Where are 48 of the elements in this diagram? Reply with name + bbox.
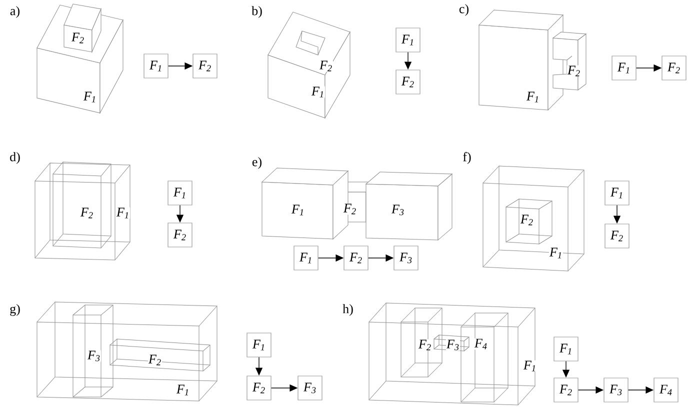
part-label: F$_{4}$: [474, 338, 488, 350]
variable-box: F$_{2}$: [192, 54, 218, 78]
variable-box: F$_{2}$: [344, 246, 368, 270]
variable-box: F$_{1}$: [168, 180, 192, 206]
panel-label: e): [252, 157, 262, 169]
variable-box: F$_{2}$: [604, 224, 630, 248]
variable-box: F$_{3}$: [298, 376, 322, 400]
variable-box: F$_{1}$: [554, 336, 578, 362]
part-label: F$_{3}$: [391, 204, 405, 216]
panel-label: d): [10, 152, 20, 164]
variable-box: F$_{2}$: [396, 70, 420, 94]
part-label: F$_{2}$: [71, 32, 85, 44]
part-label: F$_{1}$: [176, 384, 190, 396]
part-label: F$_{2}$: [418, 339, 432, 351]
variable-box: F$_{2}$: [554, 378, 578, 402]
panel-label: b): [252, 6, 262, 18]
part-label: F$_{1}$: [526, 91, 540, 103]
variable-box: F$_{2}$: [662, 56, 686, 80]
variable-box: F$_{1}$: [246, 332, 272, 358]
variable-box: F$_{3}$: [604, 378, 628, 402]
part-label: F$_{2}$: [80, 207, 94, 219]
part-label: F$_{1}$: [311, 86, 325, 98]
part-label: F$_{2}$: [567, 65, 581, 77]
variable-box: F$_{1}$: [604, 180, 630, 206]
panel-label: g): [10, 304, 20, 316]
part-label: F$_{2}$: [343, 203, 357, 215]
part-label: F$_{1}$: [549, 247, 563, 259]
variable-box: F$_{2}$: [246, 376, 272, 400]
part-label: F$_{3}$: [87, 350, 101, 362]
variable-box: F$_{1}$: [294, 246, 318, 270]
part-label: F$_{1}$: [116, 207, 130, 219]
variable-box: F$_{1}$: [396, 28, 420, 52]
part-label: F$_{1}$: [291, 204, 305, 216]
variable-box: F$_{3}$: [394, 246, 418, 270]
part-label: F$_{2}$: [520, 214, 534, 226]
variable-box: F$_{1}$: [612, 56, 636, 80]
panel-label: a): [10, 6, 20, 18]
part-label: F$_{2}$: [319, 60, 333, 72]
variable-box: F$_{2}$: [168, 222, 192, 248]
part-label: F$_{1}$: [523, 360, 537, 372]
variable-box: F$_{4}$: [654, 378, 678, 402]
variable-box: F$_{1}$: [144, 54, 168, 78]
part-label: F$_{1}$: [83, 91, 97, 103]
part-label: F$_{3}$: [446, 339, 460, 351]
panel-label: c): [459, 4, 468, 16]
part-label: F$_{2}$: [148, 354, 162, 366]
panel-label: h): [342, 304, 353, 316]
panel-label: f): [463, 152, 471, 164]
